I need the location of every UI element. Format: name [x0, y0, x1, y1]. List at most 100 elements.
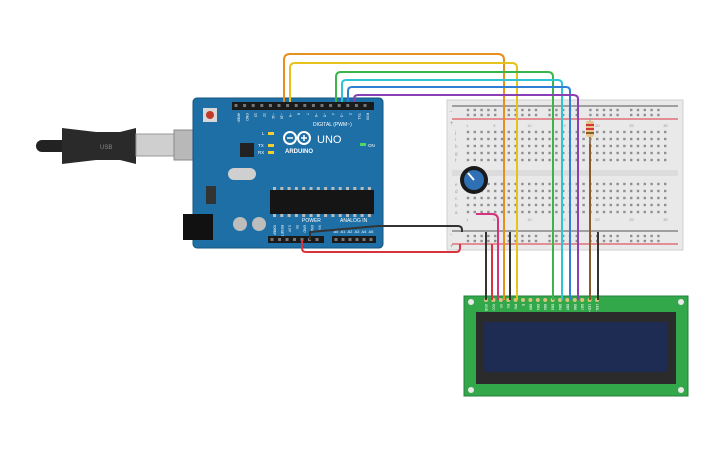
- breadboard-hole[interactable]: [562, 239, 565, 243]
- lcd-pin[interactable]: [565, 298, 570, 302]
- breadboard-hole[interactable]: [582, 151, 585, 155]
- breadboard-hole[interactable]: [500, 203, 504, 207]
- breadboard-hole[interactable]: [562, 210, 565, 214]
- breadboard-hole[interactable]: [657, 137, 660, 141]
- breadboard-hole[interactable]: [616, 189, 619, 193]
- power-pin[interactable]: [315, 238, 319, 241]
- breadboard-hole[interactable]: [609, 182, 612, 186]
- breadboard-hole[interactable]: [534, 239, 538, 243]
- breadboard-hole[interactable]: [630, 210, 633, 214]
- breadboard-hole[interactable]: [507, 234, 510, 238]
- breadboard-hole[interactable]: [541, 203, 544, 207]
- breadboard-hole[interactable]: [657, 113, 660, 117]
- breadboard-hole[interactable]: [643, 151, 646, 155]
- breadboard-hole[interactable]: [466, 108, 470, 112]
- breadboard-hole[interactable]: [528, 113, 531, 117]
- breadboard-hole[interactable]: [521, 210, 524, 214]
- breadboard-hole[interactable]: [636, 210, 640, 214]
- breadboard-hole[interactable]: [494, 144, 497, 148]
- breadboard-hole[interactable]: [575, 182, 578, 186]
- breadboard-hole[interactable]: [528, 158, 531, 162]
- breadboard-hole[interactable]: [575, 151, 578, 155]
- breadboard-hole[interactable]: [555, 144, 558, 148]
- breadboard-hole[interactable]: [630, 137, 633, 141]
- breadboard-hole[interactable]: [616, 234, 619, 238]
- breadboard-hole[interactable]: [500, 144, 504, 148]
- breadboard-hole[interactable]: [500, 182, 504, 186]
- breadboard-hole[interactable]: [643, 239, 646, 243]
- breadboard-hole[interactable]: [528, 130, 531, 134]
- digital-pin[interactable]: [354, 104, 358, 107]
- breadboard-hole[interactable]: [507, 210, 510, 214]
- breadboard-hole[interactable]: [616, 210, 619, 214]
- digital-pin[interactable]: [363, 104, 367, 107]
- breadboard-hole[interactable]: [582, 130, 585, 134]
- breadboard-hole[interactable]: [528, 151, 531, 155]
- breadboard-hole[interactable]: [609, 234, 612, 238]
- breadboard-hole[interactable]: [521, 108, 524, 112]
- breadboard-hole[interactable]: [514, 189, 517, 193]
- breadboard-hole[interactable]: [602, 144, 606, 148]
- breadboard-hole[interactable]: [657, 130, 660, 134]
- breadboard-hole[interactable]: [609, 151, 612, 155]
- breadboard-hole[interactable]: [473, 137, 476, 141]
- breadboard-hole[interactable]: [609, 113, 612, 117]
- analog-pin[interactable]: [348, 238, 352, 241]
- breadboard-hole[interactable]: [507, 130, 510, 134]
- breadboard-hole[interactable]: [616, 158, 619, 162]
- breadboard-hole[interactable]: [500, 151, 504, 155]
- breadboard-hole[interactable]: [643, 189, 646, 193]
- breadboard-hole[interactable]: [548, 108, 551, 112]
- breadboard-hole[interactable]: [630, 196, 633, 200]
- breadboard-hole[interactable]: [473, 130, 476, 134]
- breadboard-hole[interactable]: [664, 144, 667, 148]
- breadboard-hole[interactable]: [562, 130, 565, 134]
- breadboard-hole[interactable]: [602, 189, 606, 193]
- breadboard-hole[interactable]: [596, 203, 599, 207]
- breadboard-hole[interactable]: [596, 182, 599, 186]
- breadboard-hole[interactable]: [657, 151, 660, 155]
- breadboard-hole[interactable]: [500, 196, 504, 200]
- breadboard-hole[interactable]: [480, 203, 483, 207]
- breadboard-hole[interactable]: [575, 108, 578, 112]
- breadboard-hole[interactable]: [596, 158, 599, 162]
- breadboard-hole[interactable]: [555, 203, 558, 207]
- breadboard-hole[interactable]: [562, 182, 565, 186]
- breadboard-hole[interactable]: [514, 108, 517, 112]
- breadboard-hole[interactable]: [494, 189, 497, 193]
- breadboard-hole[interactable]: [466, 151, 470, 155]
- power-pin[interactable]: [285, 238, 289, 241]
- breadboard-hole[interactable]: [602, 239, 606, 243]
- breadboard-hole[interactable]: [528, 108, 531, 112]
- breadboard-hole[interactable]: [650, 137, 653, 141]
- breadboard-hole[interactable]: [487, 234, 490, 238]
- breadboard-hole[interactable]: [596, 151, 599, 155]
- breadboard-hole[interactable]: [541, 137, 544, 141]
- breadboard-hole[interactable]: [636, 234, 640, 238]
- breadboard-hole[interactable]: [602, 130, 606, 134]
- breadboard-hole[interactable]: [548, 182, 551, 186]
- breadboard-hole[interactable]: [650, 113, 653, 117]
- breadboard-hole[interactable]: [575, 234, 578, 238]
- breadboard-hole[interactable]: [630, 203, 633, 207]
- analog-pin[interactable]: [355, 238, 359, 241]
- breadboard-hole[interactable]: [487, 189, 490, 193]
- breadboard-hole[interactable]: [480, 158, 483, 162]
- breadboard-hole[interactable]: [548, 239, 551, 243]
- breadboard-hole[interactable]: [582, 210, 585, 214]
- breadboard-hole[interactable]: [582, 196, 585, 200]
- breadboard-hole[interactable]: [487, 130, 490, 134]
- breadboard-hole[interactable]: [494, 182, 497, 186]
- lcd-pin[interactable]: [498, 298, 503, 302]
- breadboard-hole[interactable]: [541, 210, 544, 214]
- breadboard-hole[interactable]: [630, 130, 633, 134]
- breadboard-hole[interactable]: [657, 234, 660, 238]
- breadboard-hole[interactable]: [657, 189, 660, 193]
- breadboard-hole[interactable]: [650, 203, 653, 207]
- breadboard-hole[interactable]: [623, 158, 626, 162]
- breadboard-hole[interactable]: [636, 151, 640, 155]
- breadboard-hole[interactable]: [575, 239, 578, 243]
- breadboard-hole[interactable]: [636, 239, 640, 243]
